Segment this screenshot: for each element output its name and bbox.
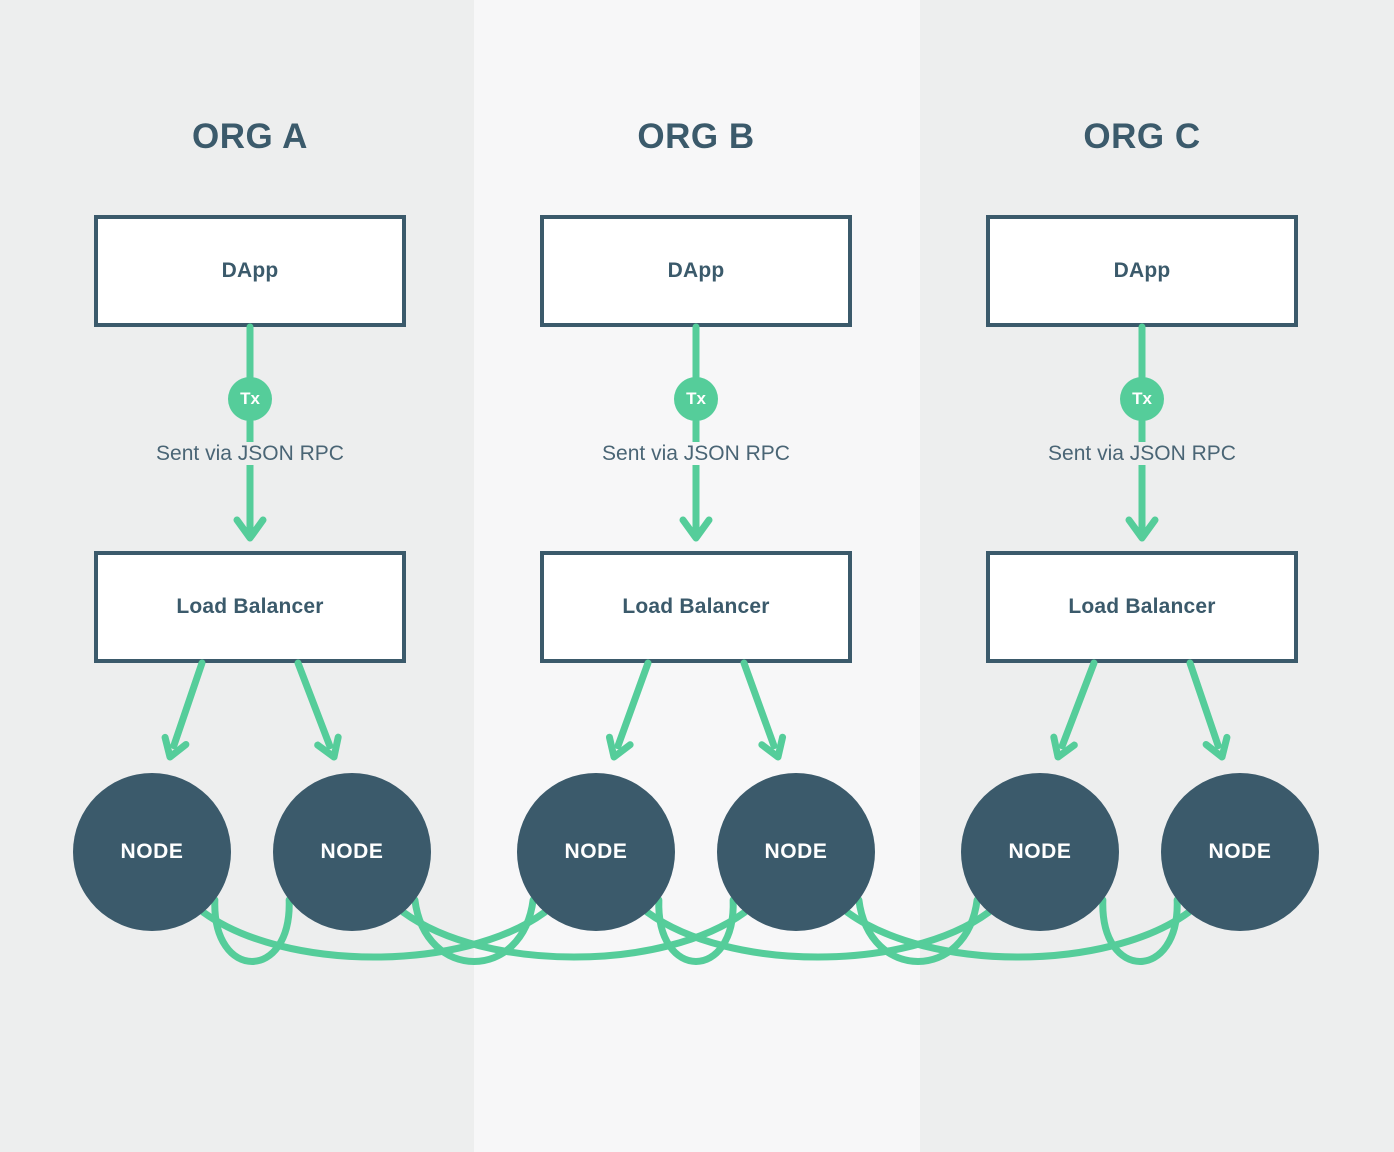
tx-badge-org-a: Tx (228, 377, 272, 421)
node-circle[interactable]: NODE (73, 773, 231, 931)
rpc-label-org-b: Sent via JSON RPC (526, 442, 866, 466)
org-title-b: ORG B (637, 117, 755, 156)
dapp-box-org-c[interactable]: DApp (986, 215, 1298, 327)
tx-badge-org-c: Tx (1120, 377, 1164, 421)
node-circle[interactable]: NODE (273, 773, 431, 931)
dapp-box-org-a[interactable]: DApp (94, 215, 406, 327)
rpc-label-text-b: Sent via JSON RPC (596, 442, 796, 465)
node-circle[interactable]: NODE (717, 773, 875, 931)
org-title-c: ORG C (1083, 117, 1201, 156)
node-circle[interactable]: NODE (961, 773, 1119, 931)
load-balancer-box-org-c[interactable]: Load Balancer (986, 551, 1298, 663)
rpc-label-org-a: Sent via JSON RPC (80, 442, 420, 466)
node-circle[interactable]: NODE (1161, 773, 1319, 931)
dapp-box-org-b[interactable]: DApp (540, 215, 852, 327)
node-circle[interactable]: NODE (517, 773, 675, 931)
load-balancer-box-org-b[interactable]: Load Balancer (540, 551, 852, 663)
rpc-label-text-c: Sent via JSON RPC (1042, 442, 1242, 465)
load-balancer-box-org-a[interactable]: Load Balancer (94, 551, 406, 663)
rpc-label-org-c: Sent via JSON RPC (972, 442, 1312, 466)
org-title-a: ORG A (192, 117, 308, 156)
tx-badge-org-b: Tx (674, 377, 718, 421)
rpc-label-text-a: Sent via JSON RPC (150, 442, 350, 465)
